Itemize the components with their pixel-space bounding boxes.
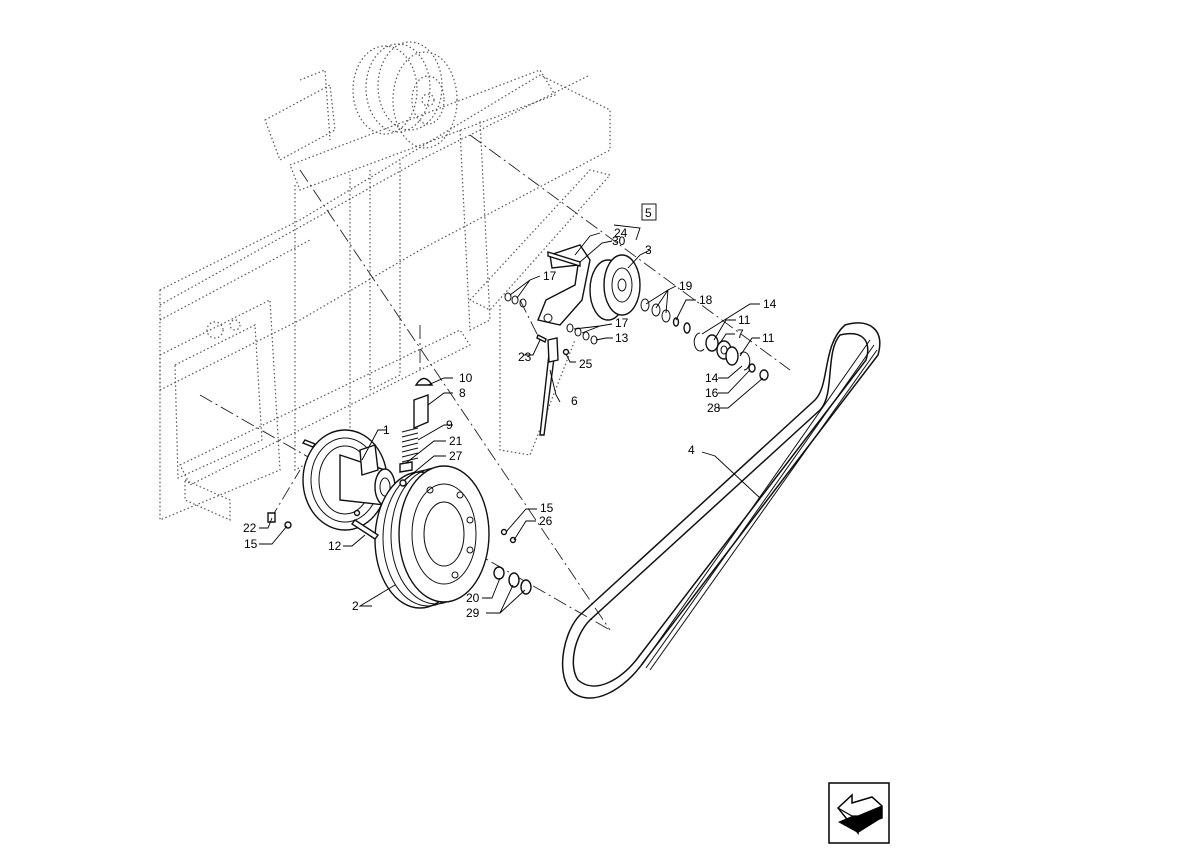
callout-30[interactable]: 30 xyxy=(612,234,626,248)
callout-14b[interactable]: 14 xyxy=(705,371,719,385)
washers-upper xyxy=(504,292,527,308)
previous-page-arrow-icon xyxy=(836,793,883,836)
callout-3[interactable]: 3 xyxy=(645,243,652,257)
callout-22[interactable]: 22 xyxy=(243,521,257,535)
callout-17b[interactable]: 17 xyxy=(615,316,629,330)
callout-15b[interactable]: 15 xyxy=(540,501,554,515)
idler-pulley xyxy=(589,254,641,321)
callout-1[interactable]: 1 xyxy=(383,423,390,437)
v-belt xyxy=(561,322,881,699)
tensioner-arm xyxy=(537,244,591,326)
callout-7[interactable]: 7 xyxy=(737,327,744,341)
callout-24[interactable]: 24 xyxy=(614,226,628,240)
callout-20[interactable]: 20 xyxy=(466,591,480,605)
callout-28[interactable]: 28 xyxy=(707,401,721,415)
callout-box-5 xyxy=(641,203,657,221)
pin xyxy=(350,519,380,540)
washers-19-18 xyxy=(640,298,691,334)
callout-18[interactable]: 18 xyxy=(699,293,713,307)
previous-page-button[interactable] xyxy=(828,782,890,844)
callout-labels: 1 2 3 4 5 6 7 8 9 10 11 11 12 13 14 14 1… xyxy=(243,206,777,620)
callout-5[interactable]: 5 xyxy=(645,206,652,220)
callout-16[interactable]: 16 xyxy=(705,386,719,400)
callout-15a[interactable]: 15 xyxy=(244,537,258,551)
callout-27[interactable]: 27 xyxy=(449,449,463,463)
callout-4[interactable]: 4 xyxy=(688,443,695,457)
sheave-fasteners xyxy=(493,528,532,595)
callout-8[interactable]: 8 xyxy=(459,386,466,400)
callout-19[interactable]: 19 xyxy=(679,279,693,293)
callout-29[interactable]: 29 xyxy=(466,606,480,620)
spring-assembly xyxy=(399,377,434,487)
callout-14a[interactable]: 14 xyxy=(763,297,777,311)
tension-rod xyxy=(536,334,570,436)
left-fasteners xyxy=(267,439,361,529)
callout-13[interactable]: 13 xyxy=(615,331,629,345)
callout-6[interactable]: 6 xyxy=(571,394,578,408)
callout-2[interactable]: 2 xyxy=(352,599,359,613)
callout-11a[interactable]: 11 xyxy=(738,313,751,327)
callout-9[interactable]: 9 xyxy=(446,418,453,432)
washers-lower xyxy=(566,323,598,345)
callout-23[interactable]: 23 xyxy=(518,350,532,364)
callout-17a[interactable]: 17 xyxy=(543,269,557,283)
callout-11b[interactable]: 11 xyxy=(762,331,775,345)
callout-26[interactable]: 26 xyxy=(539,514,553,528)
leader-lines xyxy=(259,224,764,614)
center-lines xyxy=(199,134,791,631)
callout-25[interactable]: 25 xyxy=(579,357,593,371)
callout-12[interactable]: 12 xyxy=(328,539,342,553)
machine-frame xyxy=(159,41,612,521)
large-sheave xyxy=(374,465,490,609)
tensioner-group-bracket xyxy=(499,305,576,456)
callout-10[interactable]: 10 xyxy=(459,371,473,385)
callout-21[interactable]: 21 xyxy=(449,434,463,448)
